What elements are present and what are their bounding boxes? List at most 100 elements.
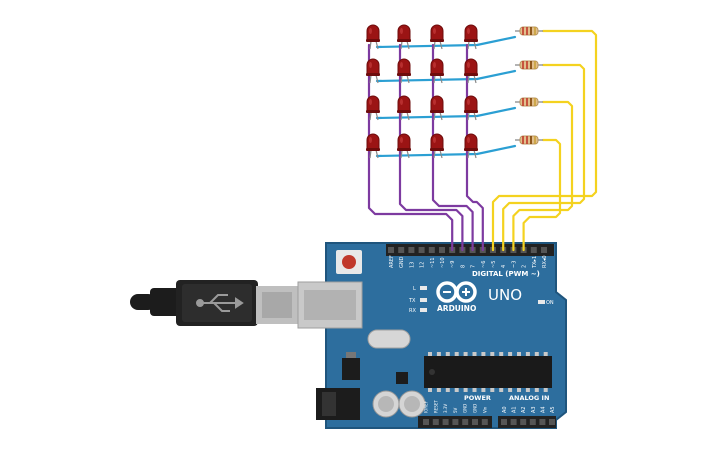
digital-pin-label: 7	[471, 265, 477, 268]
digital-pin-label: ~9	[450, 261, 456, 268]
analog-header-label: ANALOG IN	[509, 394, 549, 402]
on-led-label: ON	[546, 300, 554, 306]
digital-pin-label: GND	[399, 256, 405, 268]
digital-pin-label: ~5	[491, 261, 497, 268]
led-r1-c4	[464, 24, 478, 50]
row-wire-4	[375, 144, 517, 158]
tx-led-label: TX	[408, 298, 416, 304]
rx-led	[420, 308, 427, 312]
analog-pin-label: A5	[550, 406, 556, 413]
column-wire-3	[431, 43, 474, 252]
capacitor-2	[398, 390, 426, 418]
analog-pin-label: A1	[512, 406, 518, 413]
led-r2-c3	[430, 58, 444, 84]
analog-pin-socket[interactable]	[520, 419, 527, 425]
power-pin-label: IOREF	[424, 400, 429, 413]
digital-pin-label: ~3	[511, 261, 517, 268]
analog-pin-label: A4	[540, 406, 546, 413]
led-matrix	[366, 24, 478, 159]
led-r2-c2	[397, 58, 411, 84]
resistor-wire-4	[522, 138, 562, 252]
digital-pin-label: 8	[460, 265, 466, 268]
resistor-2	[515, 60, 543, 70]
digital-pin-socket[interactable]	[388, 247, 394, 253]
brand-label: ARDUINO	[437, 304, 476, 313]
atmega-microcontroller	[424, 352, 552, 392]
analog-pin-socket[interactable]	[510, 419, 517, 425]
power-pin-label: 3.3V	[443, 404, 448, 413]
power-pin-socket[interactable]	[481, 419, 488, 425]
column-wire-2	[398, 43, 464, 252]
digital-header-label: DIGITAL (PWM ~)	[472, 270, 540, 278]
power-pin-socket[interactable]	[462, 419, 469, 425]
power-pin-socket[interactable]	[423, 419, 429, 425]
resistor-wire-3	[512, 100, 574, 252]
digital-pin-label: ~11	[430, 257, 436, 268]
tx-led	[420, 298, 427, 302]
digital-pin-label: 12	[420, 262, 426, 268]
led-r3-c4	[464, 95, 478, 121]
row-wire-3	[375, 106, 517, 120]
arduino-logo	[436, 281, 477, 303]
digital-pin-label: ~10	[440, 257, 446, 268]
power-pin-socket[interactable]	[432, 419, 439, 425]
resistor-4	[515, 135, 543, 145]
analog-pin-socket[interactable]	[539, 419, 546, 425]
model-label: UNO	[488, 286, 522, 304]
column-wire-4	[465, 43, 484, 252]
led-r2-c1	[366, 58, 380, 84]
capacitor-1	[372, 390, 400, 418]
power-pin-label: GND	[473, 404, 478, 413]
led-r3-c2	[397, 95, 411, 121]
led-r1-c3	[430, 24, 444, 50]
cable-boot	[150, 288, 180, 316]
row-wire-2	[375, 69, 517, 83]
analog-pin-label: A3	[531, 406, 537, 413]
power-pin-label: RESET	[433, 400, 438, 413]
power-pin-label: 5V	[453, 407, 458, 413]
digital-pin-label: 13	[409, 262, 415, 268]
reset-button[interactable]	[342, 255, 356, 269]
resistor-3	[515, 97, 543, 107]
led-r4-c3	[430, 133, 444, 159]
analog-pin-socket[interactable]	[549, 419, 555, 425]
led-r3-c3	[430, 95, 444, 121]
resistor-wire-2	[502, 63, 586, 252]
l-led-label: L	[413, 286, 416, 292]
analog-pin-socket[interactable]	[501, 419, 507, 425]
rx-led-label: RX	[409, 308, 416, 314]
digital-pin-socket[interactable]	[530, 247, 537, 253]
led-r2-c4	[464, 58, 478, 84]
digital-pin-label: 2	[522, 265, 528, 268]
led-r3-c1	[366, 95, 380, 121]
power-pin-label: Vin	[482, 406, 487, 413]
cable-strain-relief	[130, 294, 156, 310]
digital-pin-socket[interactable]	[428, 247, 435, 253]
digital-pin-socket[interactable]	[398, 247, 405, 253]
digital-pin-socket[interactable]	[541, 247, 547, 253]
analog-pin-label: A0	[502, 406, 508, 413]
crystal-oscillator	[367, 329, 411, 349]
usb-icon	[196, 294, 244, 312]
digital-pin-socket[interactable]	[418, 247, 425, 253]
power-header-label: POWER	[464, 394, 491, 402]
digital-pin-label: ~6	[481, 261, 487, 268]
power-pin-socket[interactable]	[472, 419, 478, 425]
digital-pin-label: RX◂0	[542, 255, 548, 268]
led-r1-c2	[397, 24, 411, 50]
row-wire-1	[375, 35, 517, 49]
led-r1-c1	[366, 24, 380, 50]
led-r4-c4	[464, 133, 478, 159]
analog-pin-socket[interactable]	[529, 419, 536, 425]
power-pin-socket[interactable]	[442, 419, 449, 425]
power-pin-socket[interactable]	[452, 419, 459, 425]
digital-pin-label: AREF	[389, 255, 395, 268]
digital-pin-label: 4	[501, 265, 507, 268]
digital-pin-label: TX▸1	[532, 256, 538, 269]
on-led	[538, 300, 545, 304]
small-chip	[396, 372, 408, 384]
analog-pin-label: A2	[521, 406, 527, 413]
led-r4-c2	[397, 133, 411, 159]
digital-pin-socket[interactable]	[439, 247, 445, 253]
digital-pin-socket[interactable]	[408, 247, 415, 253]
